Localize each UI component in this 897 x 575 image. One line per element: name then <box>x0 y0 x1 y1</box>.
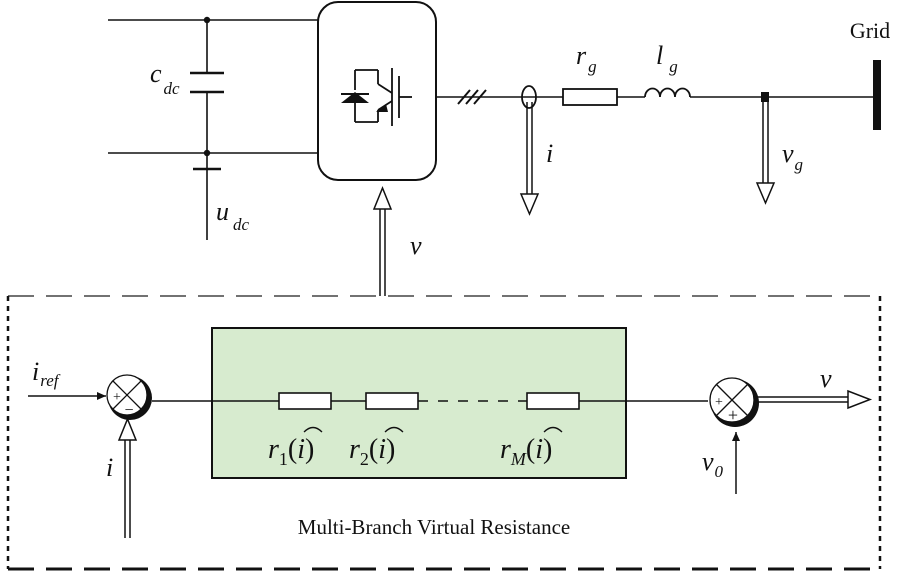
line-current-label: i <box>546 139 553 168</box>
grid-voltage-label: vg <box>782 139 803 174</box>
control-border <box>6 295 882 571</box>
three-phase-ticks-icon <box>457 89 487 105</box>
output-voltage-label: v <box>820 364 832 393</box>
node-dot-bottom <box>203 149 211 157</box>
sum1-plus-sign: + <box>113 390 121 405</box>
offset-voltage-label: v0 <box>702 447 724 481</box>
ac-line <box>436 85 875 109</box>
current-sensor-icon <box>521 85 537 109</box>
sum-junction-1: + − <box>106 374 152 420</box>
inverter-block <box>317 1 437 181</box>
feedback-current-label: i <box>106 453 113 482</box>
sum1-minus-sign: − <box>124 402 133 419</box>
reference-current-label: iref <box>32 357 61 390</box>
branch-label-1: r1(i) <box>268 434 314 469</box>
grid-inductor <box>644 87 691 98</box>
pcc-node <box>761 92 769 102</box>
branch-resistor-m <box>526 392 580 410</box>
diode-icon <box>341 92 369 103</box>
grid-bus-bar <box>873 60 881 130</box>
branch-resistor-2 <box>365 392 419 410</box>
sum2-plus-bottom-sign: + <box>728 405 738 425</box>
hat-mark-m <box>543 426 563 433</box>
output-voltage-arrow <box>756 389 873 410</box>
hat-mark-1 <box>303 426 323 433</box>
igbt-icon <box>354 68 412 126</box>
hat-marks <box>303 426 563 433</box>
inverter-voltage-label: v <box>410 231 422 260</box>
branch-resistor-1 <box>278 392 332 410</box>
capacitor-label: cdc <box>150 59 180 98</box>
feedback-current-arrow <box>117 417 138 538</box>
branch-label-m: rM(i) <box>500 434 552 469</box>
sum2-plus-left-sign: + <box>715 395 723 410</box>
hat-mark-2 <box>384 426 404 433</box>
branch-label-2: r2(i) <box>349 434 395 469</box>
grid-voltage-arrow <box>755 102 776 205</box>
inverter-box <box>317 1 437 181</box>
emitter-arrow-icon <box>376 104 388 112</box>
line-current-arrow <box>519 102 540 216</box>
dc-link <box>108 19 318 240</box>
block-title: Multi-Branch Virtual Resistance <box>298 515 570 539</box>
sum-junction-2: + + <box>709 377 759 427</box>
node-dot-top <box>203 16 211 24</box>
inverter-voltage-arrow <box>372 186 393 296</box>
grid-resistor <box>562 88 618 106</box>
grid-label: Grid <box>850 18 890 43</box>
